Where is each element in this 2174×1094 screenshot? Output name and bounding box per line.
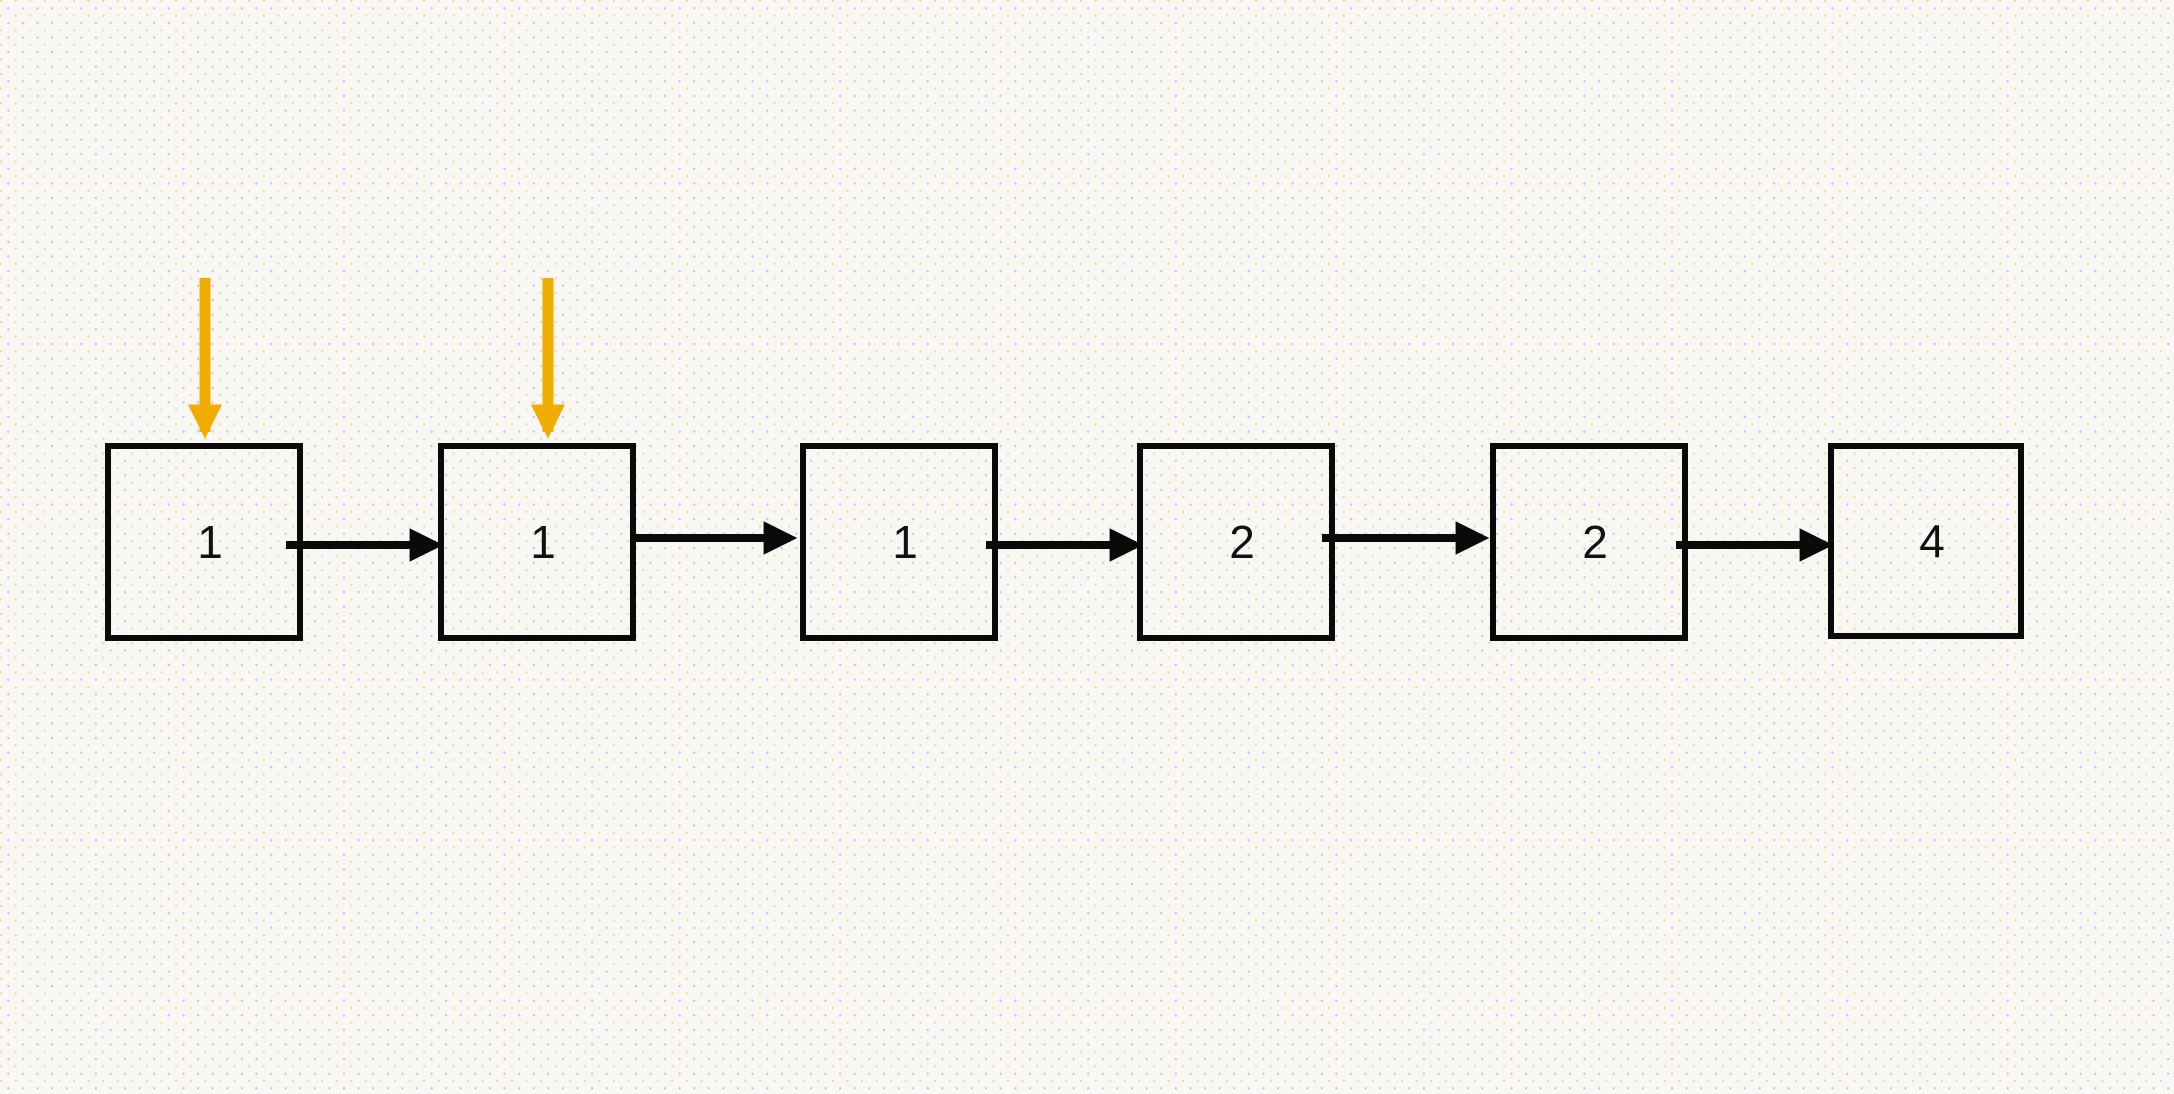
node-label: 1 (197, 516, 223, 568)
node-box[interactable]: 4 (1828, 443, 2024, 639)
node-label: 4 (1919, 515, 1945, 567)
node-box[interactable]: 2 (1137, 443, 1335, 641)
node-label: 1 (892, 516, 918, 568)
node-box[interactable]: 1 (438, 443, 636, 641)
pointer-arrows (187, 278, 566, 439)
node-box[interactable]: 1 (105, 443, 303, 641)
node-box[interactable]: 1 (800, 443, 998, 641)
node-label: 2 (1229, 516, 1255, 568)
node-label: 1 (530, 516, 556, 568)
node-label: 2 (1582, 516, 1608, 568)
node-box[interactable]: 2 (1490, 443, 1688, 641)
